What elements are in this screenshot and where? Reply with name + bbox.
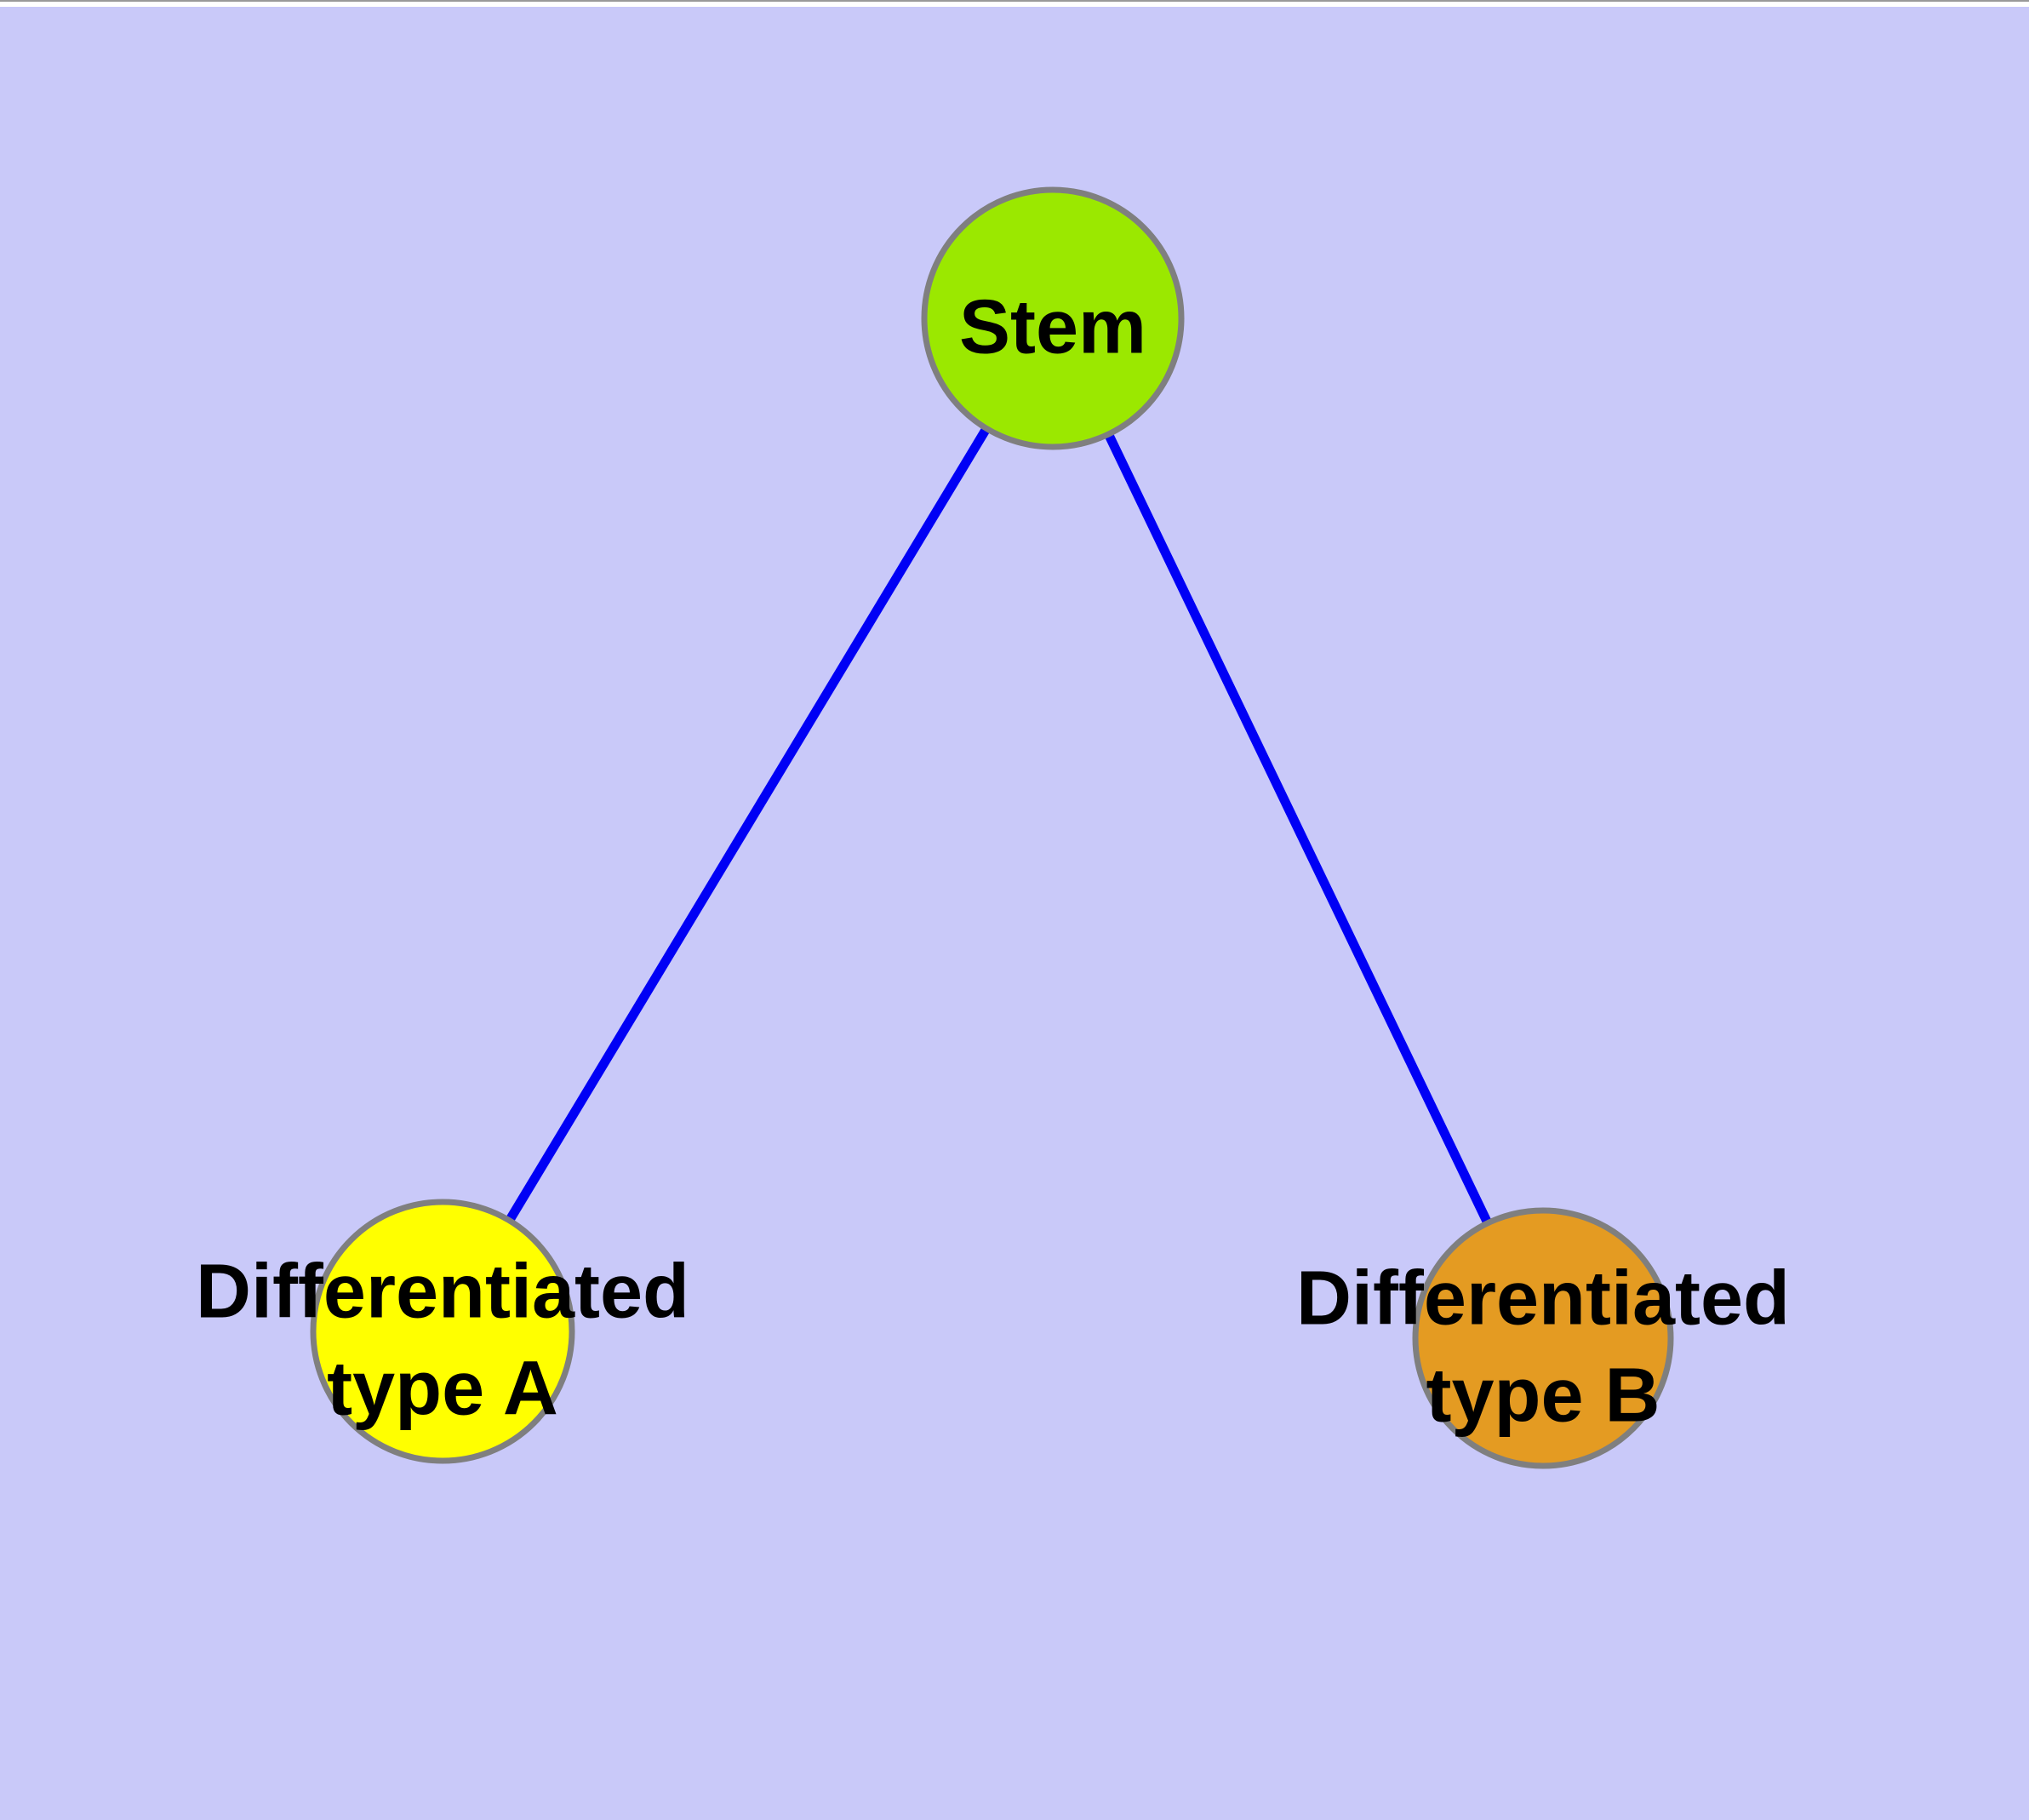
node-type-b-circle [1412, 1207, 1674, 1469]
node-type-a-label-line1: Differentiated [196, 1250, 689, 1335]
node-type-b-label-line1: Differentiated [1296, 1256, 1790, 1342]
node-stem-circle [921, 186, 1185, 450]
node-stem-label-line1: Stem [959, 285, 1146, 370]
edge-stem-type-a [438, 316, 1057, 1334]
node-type-a-label-line2: type A [327, 1347, 558, 1432]
node-type-b-label-line2: type B [1426, 1354, 1660, 1439]
node-type-a-circle [310, 1199, 575, 1464]
edge-stem-type-b [1049, 316, 1547, 1341]
top-border-strip [0, 0, 2029, 7]
